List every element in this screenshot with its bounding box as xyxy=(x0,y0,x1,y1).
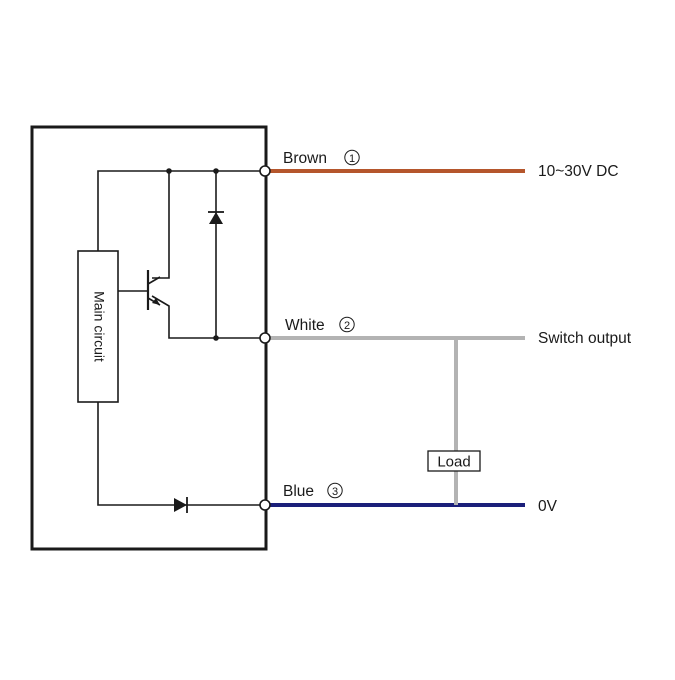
blue-number-icon: 3 xyxy=(327,482,343,499)
bottom-rail xyxy=(97,402,264,506)
collector-lead xyxy=(152,171,170,279)
top-rail xyxy=(97,170,264,251)
junction-dot xyxy=(166,168,172,174)
junction-dots xyxy=(166,168,219,341)
switch-output-label: Switch output xyxy=(538,330,632,347)
internal-wiring xyxy=(97,170,264,506)
ground-label: 0V xyxy=(538,498,558,515)
junction-dot xyxy=(213,335,219,341)
load-label: Load xyxy=(437,454,470,471)
white-number-icon: 2 xyxy=(339,316,355,333)
brown-label: Brown xyxy=(283,150,327,167)
supply-voltage-label: 10~30V DC xyxy=(538,163,619,180)
terminal-brown xyxy=(259,165,271,177)
main-circuit-label: Main circuit xyxy=(91,291,107,362)
terminal-blue xyxy=(259,499,271,511)
protection-diode-icon xyxy=(208,211,224,224)
svg-text:2: 2 xyxy=(344,320,350,332)
terminals xyxy=(259,165,271,511)
emitter-lead xyxy=(151,295,264,339)
white-label: White xyxy=(285,317,325,334)
blue-label: Blue xyxy=(283,483,314,500)
svg-text:3: 3 xyxy=(332,486,338,498)
main-circuit-block xyxy=(77,250,119,403)
terminal-white xyxy=(259,332,271,344)
junction-dot xyxy=(213,168,219,174)
svg-text:1: 1 xyxy=(349,153,355,165)
polarity-diode-icon xyxy=(174,497,188,513)
transistor-arrow-icon xyxy=(152,298,160,305)
transistor-collector xyxy=(147,276,161,285)
load-box xyxy=(427,450,481,472)
brown-number-icon: 1 xyxy=(344,149,360,166)
